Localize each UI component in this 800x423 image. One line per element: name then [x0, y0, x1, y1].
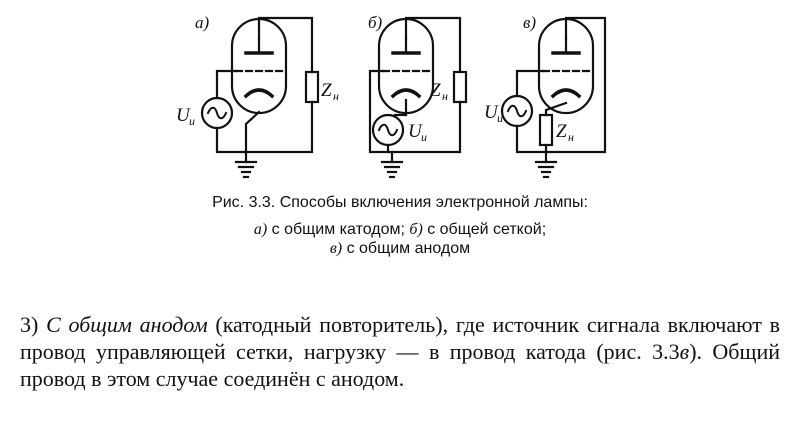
load-label: Z	[556, 121, 567, 142]
panel-label-b: б)	[368, 13, 383, 32]
load-label: Z	[430, 80, 441, 101]
circuit-b	[368, 16, 468, 179]
load-resistor	[452, 70, 468, 104]
tube-cathode	[550, 88, 582, 99]
source-label-sub: и	[189, 114, 195, 128]
load-label-sub: н	[442, 89, 448, 103]
tube-envelope	[377, 17, 435, 115]
paragraph-end: ). Общий провод в этом случае соединён с…	[20, 339, 780, 391]
panel-label-c: в)	[523, 13, 536, 32]
source-label: U	[408, 121, 423, 142]
load-label-sub: н	[568, 130, 574, 144]
paragraph-number: 3)	[20, 312, 47, 337]
source-label: U	[484, 102, 499, 123]
circuit-a	[200, 16, 320, 179]
caption-item-b-label: б)	[409, 221, 423, 238]
tube-envelope	[230, 17, 288, 115]
source-label-sub: и	[497, 111, 503, 125]
caption-items: а) с общим катодом; б) с общей сеткой; в…	[150, 220, 650, 258]
caption-item-a-text: с общим катодом;	[267, 221, 410, 238]
paragraph-rest: (катодный повторитель), где источник сиг…	[20, 312, 780, 364]
load-label: Z	[321, 80, 332, 101]
source-label-sub: и	[421, 130, 427, 144]
source-label: U	[176, 105, 191, 126]
caption-item-c-text: с общим анодом	[342, 240, 471, 257]
tube-cathode	[243, 88, 275, 99]
tube-circuits-figure: а) б) в) U и Z н U и Z н U и Z н	[176, 13, 607, 179]
panel-label-a: а)	[195, 13, 210, 32]
load-resistor	[304, 70, 320, 104]
circuit-c	[500, 16, 607, 179]
caption-item-b-text: с общей сеткой;	[422, 221, 547, 238]
tube-cathode	[390, 88, 422, 99]
body-paragraph: 3) С общим анодом (катодный повторитель)…	[20, 311, 780, 392]
figure-caption: Рис. 3.3. Способы включения электронной …	[150, 193, 650, 258]
load-label-sub: н	[333, 89, 339, 103]
paragraph-term: С общим анодом	[46, 312, 208, 337]
paragraph-figure-ref: в	[679, 339, 690, 364]
caption-title: Рис. 3.3. Способы включения электронной …	[212, 194, 588, 211]
caption-item-a-label: а)	[253, 221, 268, 238]
load-resistor	[538, 113, 554, 147]
tube-envelope	[537, 17, 595, 115]
caption-item-c-label: в)	[329, 240, 343, 257]
